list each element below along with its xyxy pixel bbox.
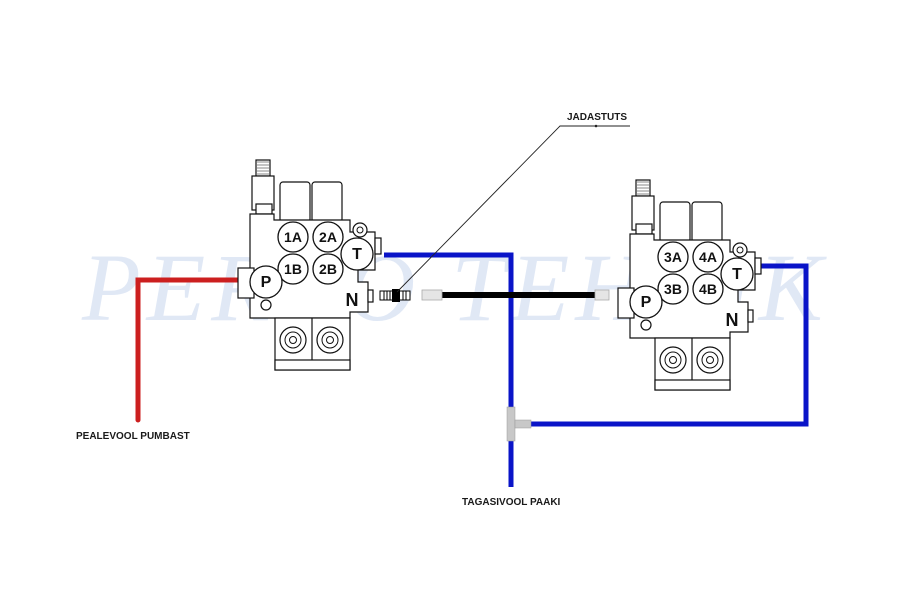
connector-hose — [421, 289, 610, 301]
port-label-n: N — [726, 310, 739, 330]
port-label-1b: 1B — [284, 261, 302, 277]
spool-end-1 — [279, 326, 307, 354]
port-label-t: T — [732, 266, 742, 283]
port-label-p: P — [261, 274, 272, 291]
supply-label: PEALEVOOL PUMBAST — [76, 431, 190, 442]
tee-fitting — [506, 406, 532, 442]
port-t — [720, 257, 754, 291]
valve-block-2: 3A 4A 3B 4B T P N — [617, 179, 762, 391]
port-2a — [312, 221, 344, 253]
adapter-fitting — [379, 289, 411, 302]
spool-cap-1 — [279, 181, 311, 223]
valve-block-1: 1A 2A 1B 2B T P N — [237, 159, 382, 371]
spool-cap-2 — [311, 181, 343, 223]
adapter-label: JADASTUTS — [567, 112, 628, 123]
port-p — [249, 265, 283, 299]
port-label-3b: 3B — [664, 281, 682, 297]
port-label-4b: 4B — [699, 281, 717, 297]
port-t — [340, 237, 374, 271]
spool-cap-2 — [691, 201, 723, 243]
port-label-t: T — [352, 246, 362, 263]
port-3b — [657, 273, 689, 305]
adapter-leader-line — [396, 125, 630, 293]
port-label-2b: 2B — [319, 261, 337, 277]
supply-line — [135, 277, 243, 423]
spool-end-1 — [659, 346, 687, 374]
port-label-3a: 3A — [664, 249, 682, 265]
spool-end-2 — [696, 346, 724, 374]
port-p — [629, 285, 663, 319]
port-2b — [312, 253, 344, 285]
spool-end-2 — [316, 326, 344, 354]
port-label-1a: 1A — [284, 229, 302, 245]
port-1a — [277, 221, 309, 253]
port-1b — [277, 253, 309, 285]
port-label-4a: 4A — [699, 249, 717, 265]
port-label-2a: 2A — [319, 229, 337, 245]
hose-end-fitting-left — [421, 289, 443, 301]
spool-cap-1 — [659, 201, 691, 243]
port-4a — [692, 241, 724, 273]
hose-end-fitting-right — [594, 289, 610, 301]
port-4b — [692, 273, 724, 305]
return-line-valve-1 — [384, 252, 514, 487]
port-label-n: N — [346, 290, 359, 310]
port-label-p: P — [641, 294, 652, 311]
return-line-valve-2 — [530, 263, 809, 427]
port-3a — [657, 241, 689, 273]
return-label: TAGASIVOOL PAAKI — [462, 497, 561, 508]
